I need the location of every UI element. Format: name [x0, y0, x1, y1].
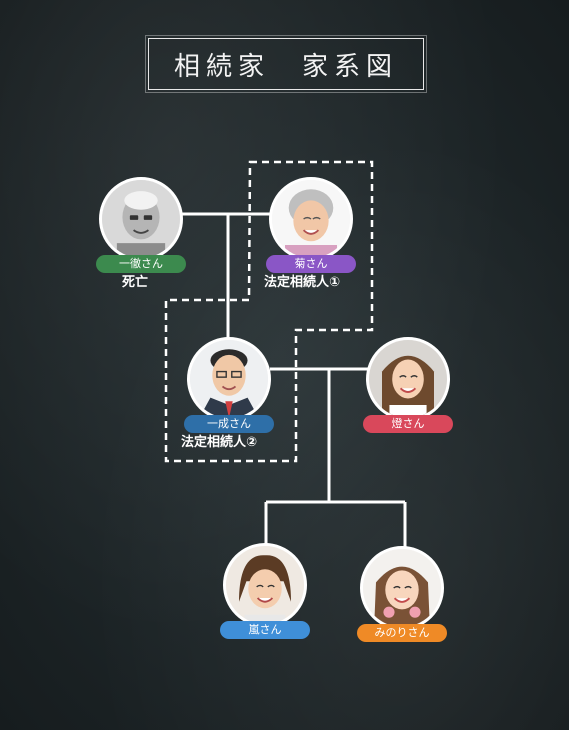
- young-woman-photo: [366, 337, 450, 421]
- status-label: 死亡: [122, 275, 149, 290]
- heir-label: 法定相続人②: [181, 435, 258, 450]
- elderly-man-photo: [99, 177, 183, 261]
- elderly-woman-photo: [269, 177, 353, 261]
- heir-label: 法定相続人①: [264, 275, 341, 290]
- name-tag: 燈さん: [363, 415, 453, 433]
- person-minori: みのりさん: [357, 546, 447, 642]
- person-akari: 燈さん: [363, 337, 453, 433]
- heirs-dashed-outline: [164, 160, 374, 463]
- person-kazunari: 一成さん: [184, 337, 274, 433]
- young-man-photo: [223, 543, 307, 627]
- man-in-suit-photo: [187, 337, 271, 421]
- name-tag: 一徹さん: [96, 255, 186, 273]
- name-tag: 嵐さん: [220, 621, 310, 639]
- person-kiku: 菊さん: [266, 177, 356, 273]
- person-issei: 一徹さん: [96, 177, 186, 273]
- page-title: 相続家 家系図: [145, 35, 427, 93]
- name-tag: 一成さん: [184, 415, 274, 433]
- name-tag: みのりさん: [357, 624, 447, 642]
- girl-photo: [360, 546, 444, 630]
- person-ran: 嵐さん: [220, 543, 310, 639]
- name-tag: 菊さん: [266, 255, 356, 273]
